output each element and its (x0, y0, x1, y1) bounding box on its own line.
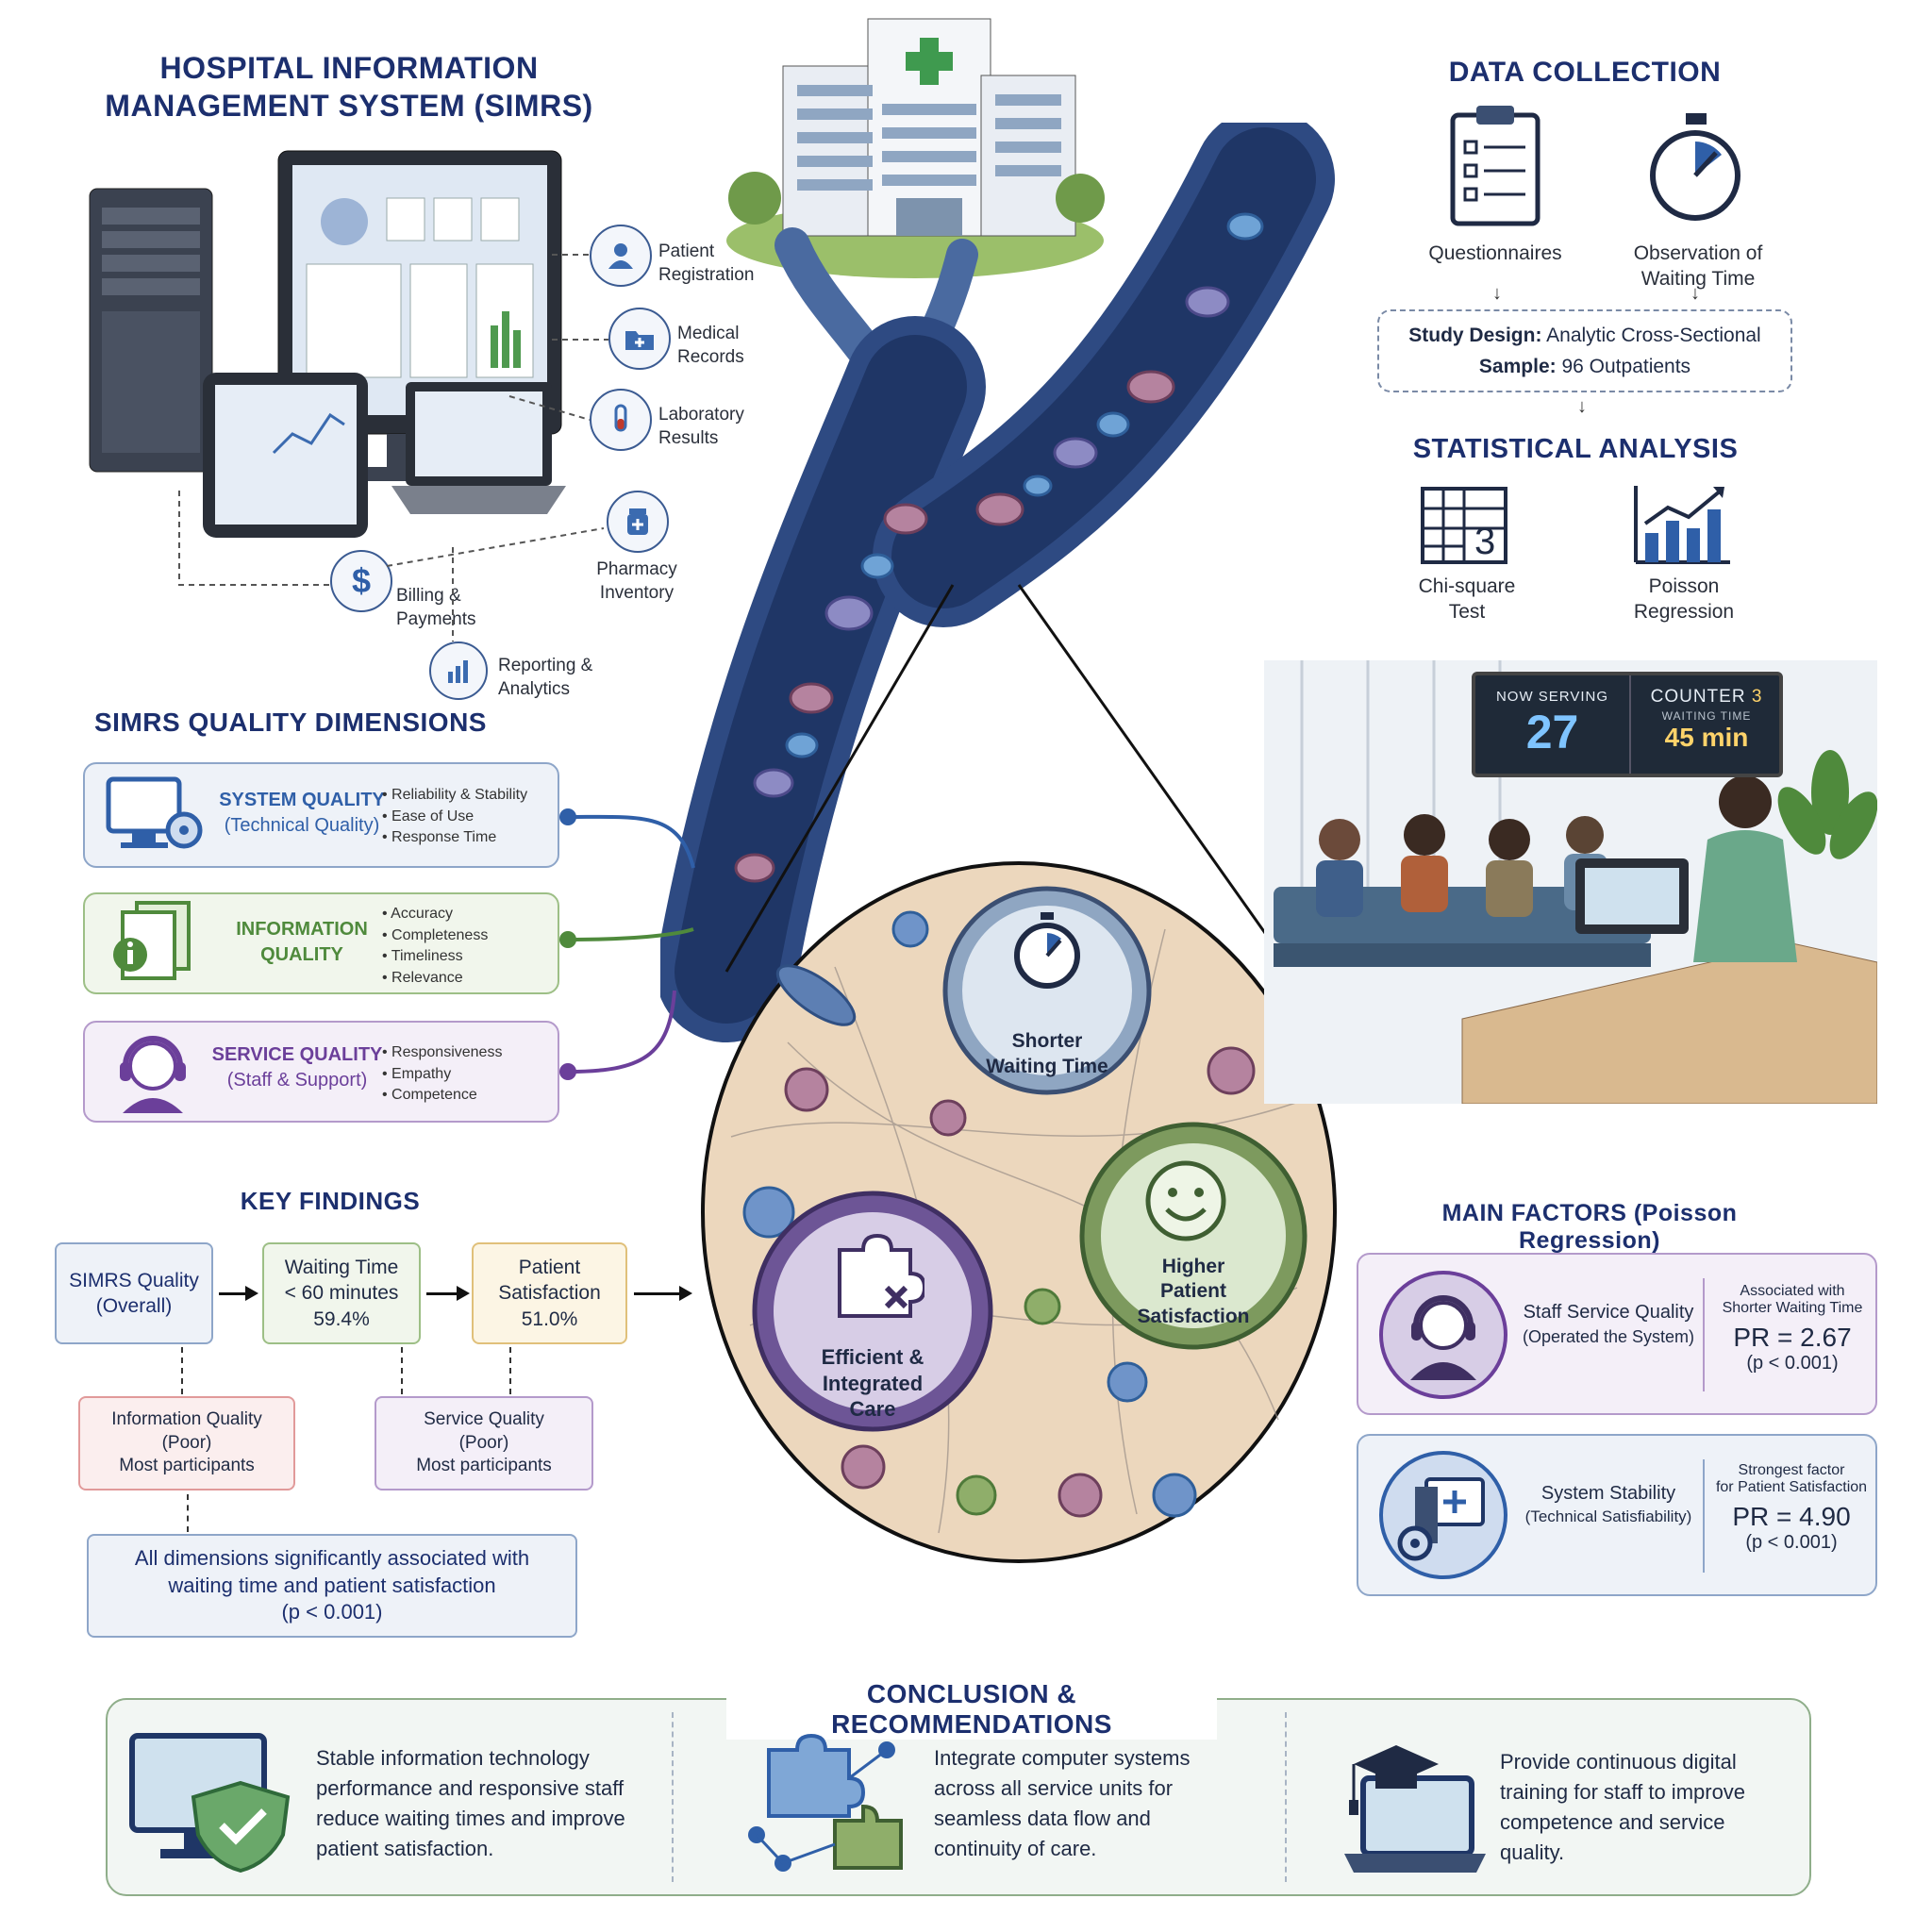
analysis-poisson-regression: Poisson Regression (1633, 575, 1735, 624)
finding-waiting-time: Waiting Time < 60 minutes 59.4% (262, 1242, 421, 1344)
method-questionnaires: Questionnaires (1428, 242, 1562, 264)
conclusion-text-3: Provide continuous digital training for … (1500, 1750, 1746, 1864)
computer-gear-icon (1379, 1451, 1507, 1579)
queue-display-board: NOW SERVING 27 COUNTER 3 WAITING TIME 45… (1472, 672, 1783, 777)
documents-info-icon (113, 901, 191, 980)
conclusion-text-2: Integrate computer systems across all se… (934, 1746, 1191, 1860)
module-reporting-analytics: Reporting & Analytics (498, 656, 593, 699)
finding-patient-satisfaction: Patient Satisfaction 51.0% (472, 1242, 627, 1344)
blood-vessel-illustration (660, 123, 1335, 1042)
monitor-shield-icon (129, 1733, 291, 1873)
rising-bar-chart-icon (1634, 486, 1730, 564)
bar-chart-icon (429, 641, 488, 700)
data-collection-title: DATA COLLECTION (1448, 57, 1722, 88)
cell-shorter-waiting-time: Shorter Waiting Time (986, 1030, 1108, 1078)
arrow-waiting-to-satisfaction (426, 1286, 470, 1301)
test-tube-icon (590, 389, 652, 451)
arrow-down-3: ↓ (1577, 396, 1587, 417)
dimension-system-quality-title: SYSTEM QUALITY (Technical Quality) (219, 790, 385, 836)
finding-simrs-quality: SIMRS Quality (Overall) (55, 1242, 213, 1344)
analysis-chi-square: Chi-square Test (1418, 575, 1516, 624)
headset-person-icon (1379, 1271, 1507, 1399)
study-design-box: Study Design: Analytic Cross-Sectional S… (1377, 309, 1792, 392)
headset-person-icon (120, 1036, 186, 1113)
method-observation-waiting-time: Observation of Waiting Time (1633, 242, 1763, 291)
counter-panel: COUNTER 3 WAITING TIME 45 min (1650, 687, 1763, 752)
factor-divider-1 (1703, 1278, 1705, 1391)
medicine-bottle-icon (607, 491, 669, 553)
arrow-simrs-to-waiting (219, 1286, 258, 1301)
finding-information-quality-poor: Information Quality (Poor) Most particip… (78, 1396, 295, 1491)
factor-system-result: Strongest factor for Patient Satisfactio… (1715, 1462, 1868, 1553)
puzzle-network-icon (748, 1733, 903, 1872)
hospital-building-illustration (726, 18, 1105, 278)
dollar-icon: $ (330, 550, 392, 612)
statistical-analysis-title: STATISTICAL ANALYSIS (1412, 434, 1739, 464)
conclusion-divider-2 (1285, 1712, 1287, 1882)
module-billing-payments: Billing & Payments (396, 586, 476, 629)
dimension-system-quality-bullets: Reliability & Stability Ease of Use Resp… (382, 785, 527, 849)
puzzle-icon (838, 1233, 924, 1318)
arrow-satisfaction-to-circle (634, 1286, 692, 1301)
finding-service-quality-poor: Service Quality (Poor) Most participants (375, 1396, 593, 1491)
simrs-title: HOSPITAL INFORMATION MANAGEMENT SYSTEM (… (105, 51, 593, 123)
module-pharmacy-inventory: Pharmacy Inventory (596, 559, 677, 603)
key-findings-title: KEY FINDINGS (240, 1187, 421, 1215)
main-factors-title: MAIN FACTORS (Poisson Regression) (1441, 1200, 1738, 1254)
cell-efficient-integrated-care: Efficient & Integrated Care (821, 1345, 924, 1421)
dimension-information-quality-bullets: Accuracy Completeness Timeliness Relevan… (382, 904, 488, 990)
dash-service-to-satisfaction (509, 1347, 511, 1394)
now-serving-panel: NOW SERVING 27 (1475, 675, 1631, 774)
smiley-icon (1145, 1160, 1226, 1241)
cell-higher-patient-satisfaction: Higher Patient Satisfaction (1137, 1256, 1250, 1327)
dash-all-to-info (187, 1494, 189, 1532)
dash-info-to-waiting (401, 1347, 403, 1394)
stopwatch-icon (1650, 113, 1740, 221)
clipboard-icon (1450, 106, 1541, 226)
factor-staff-title: Staff Service Quality (Operated the Syst… (1522, 1302, 1695, 1346)
dash-info-to-simrs (181, 1347, 183, 1394)
module-medical-records: Medical Records (677, 324, 744, 367)
quality-title: SIMRS QUALITY DIMENSIONS (94, 708, 487, 737)
factor-divider-2 (1703, 1459, 1705, 1573)
conclusion-title: CONCLUSION & RECOMMENDATIONS (726, 1679, 1217, 1740)
folder-plus-icon (608, 308, 671, 370)
factor-staff-result: Associated with Shorter Waiting Time PR … (1722, 1283, 1863, 1374)
module-laboratory-results: Laboratory Results (658, 405, 744, 448)
svg-text:3: 3 (1474, 521, 1495, 562)
finding-all-dimensions: All dimensions significantly associated … (87, 1534, 577, 1638)
user-icon (590, 225, 652, 287)
dimension-information-quality-title: INFORMATION QUALITY (236, 919, 368, 965)
dimension-service-quality-title: SERVICE QUALITY (Staff & Support) (211, 1044, 383, 1091)
conclusion-divider-1 (672, 1712, 674, 1882)
monitor-gear-icon (106, 776, 203, 849)
factor-system-title: System Stability (Technical Satisfiabili… (1524, 1483, 1692, 1525)
dimension-service-quality-bullets: Responsiveness Empathy Competence (382, 1042, 502, 1107)
module-patient-registration: Patient Registration (658, 242, 755, 285)
graduation-laptop-icon (1344, 1745, 1486, 1873)
arrow-down-2: ↓ (1690, 283, 1700, 304)
stopwatch-icon (1014, 912, 1080, 989)
conclusion-text-1: Stable information technology performanc… (316, 1746, 625, 1860)
arrow-down-1: ↓ (1492, 283, 1502, 304)
computer-devices-illustration (89, 150, 566, 538)
grid-icon: 3 (1421, 487, 1507, 564)
